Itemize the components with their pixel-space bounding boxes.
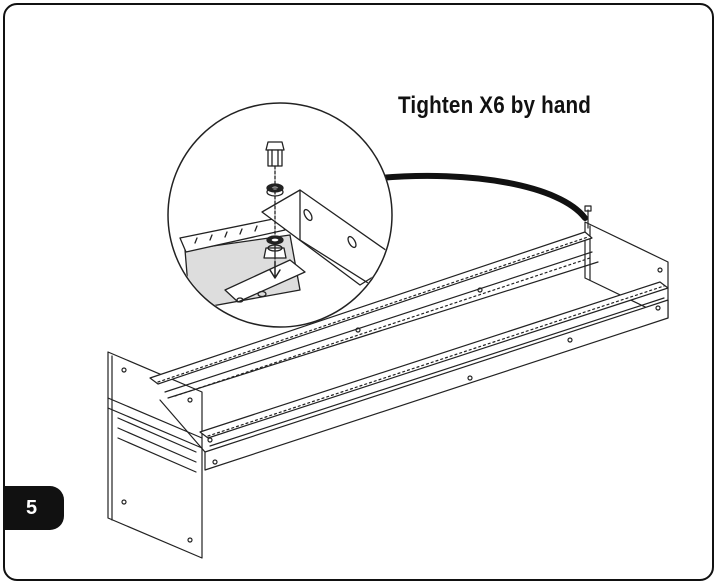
instruction-caption: Tighten X6 by hand [398, 92, 592, 119]
bolt-detail [265, 141, 285, 263]
nut-detail [263, 244, 287, 259]
bottom-bracket [224, 259, 306, 303]
rack-frame [107, 205, 669, 559]
front-end-panel [107, 351, 203, 559]
callout-leader-line [377, 172, 588, 221]
angle-bracket [261, 189, 391, 286]
top-rail-front [199, 281, 669, 439]
washer-top [266, 183, 284, 197]
washer-bottom [266, 235, 284, 245]
step-number-badge: 5 [4, 486, 64, 530]
tighten-arrow [269, 261, 281, 279]
ruler-rail [179, 217, 286, 253]
detail-callout [167, 102, 393, 328]
bottom-rail [204, 299, 669, 471]
top-rail-back [149, 231, 593, 385]
